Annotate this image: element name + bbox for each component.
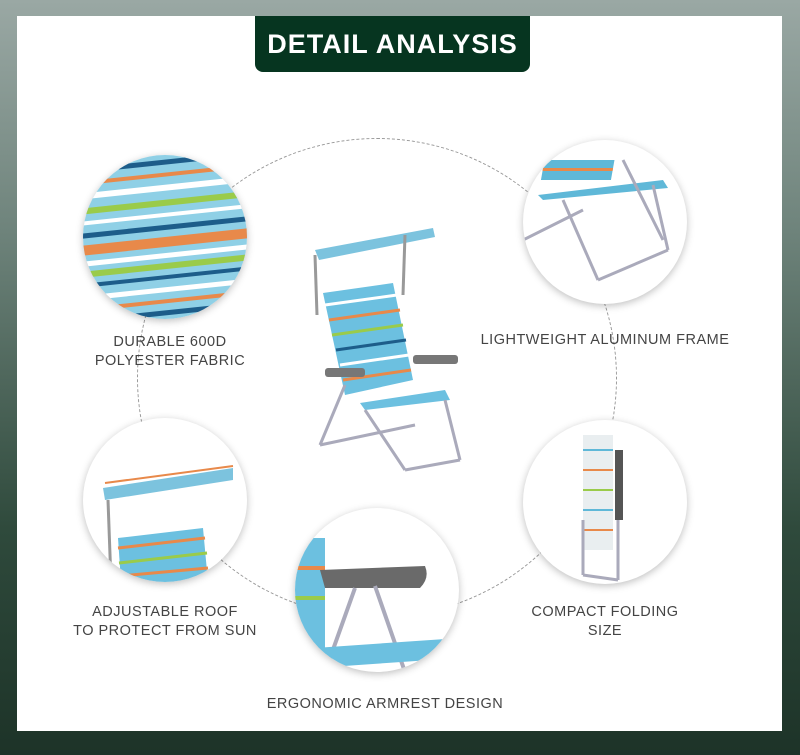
fabric-detail-image (83, 155, 247, 319)
frame-detail-image (523, 140, 687, 304)
chair-main-image (305, 225, 465, 480)
label-line: ADJUSTABLE ROOF (92, 604, 238, 620)
label-line: LIGHTWEIGHT ALUMINUM FRAME (480, 332, 730, 348)
label-line: ERGONOMIC ARMREST DESIGN (266, 696, 504, 712)
label-line: TO PROTECT FROM SUN (73, 623, 257, 639)
folding-detail-image (523, 420, 687, 584)
feature-label-roof: ADJUSTABLE ROOF TO PROTECT FROM SUN (55, 603, 275, 641)
feature-label-armrest: ERGONOMIC ARMREST DESIGN (250, 695, 520, 714)
page-title: DETAIL ANALYSIS (255, 16, 530, 72)
label-line: DURABLE 600D (113, 334, 227, 350)
label-line: SIZE (587, 623, 623, 639)
feature-label-frame: LIGHTWEIGHT ALUMINUM FRAME (470, 331, 740, 350)
feature-label-fabric: DURABLE 600D POLYESTER FABRIC (70, 333, 270, 371)
label-line: COMPACT FOLDING (531, 604, 679, 620)
label-line: POLYESTER FABRIC (94, 353, 246, 369)
roof-detail-image (83, 418, 247, 582)
feature-label-folding: COMPACT FOLDING SIZE (505, 603, 705, 641)
armrest-detail-image (295, 508, 459, 672)
